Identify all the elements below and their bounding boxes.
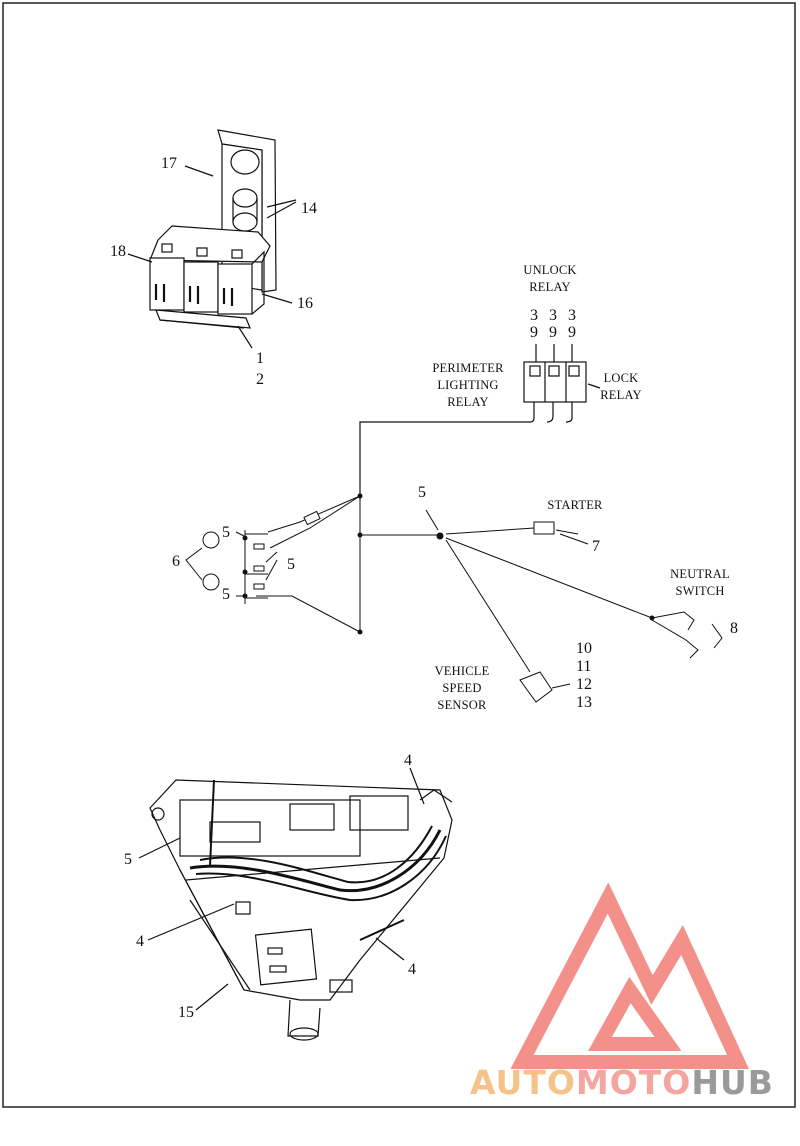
callout-9-unlock-b: 9 <box>549 324 557 341</box>
callout-17: 17 <box>161 155 177 172</box>
callout-10: 10 <box>576 640 592 657</box>
label-starter: STARTER <box>547 498 603 512</box>
callout-3-unlock-c: 3 <box>568 307 576 324</box>
callout-6: 6 <box>172 553 180 570</box>
callout-12: 12 <box>576 676 592 693</box>
callout-4-left: 4 <box>136 933 144 950</box>
watermark-text: AUTOMOTOHUB <box>470 1063 774 1102</box>
fairing-assembly <box>138 767 453 1041</box>
callout-16: 16 <box>297 295 313 312</box>
callout-9-unlock-c: 9 <box>568 324 576 341</box>
label-vehicle-speed-sensor: VEHICLE SPEED SENSOR <box>434 664 490 712</box>
callout-5-fairing: 5 <box>124 851 132 868</box>
watermark-logo-icon <box>510 882 749 1069</box>
callout-15: 15 <box>178 1004 194 1021</box>
callout-5-bottom-left: 5 <box>222 586 230 603</box>
callout-4-top: 4 <box>404 752 412 769</box>
callout-5-mid: 5 <box>287 556 295 573</box>
harness-junction-dots <box>242 493 655 635</box>
harness-schematic <box>185 495 723 703</box>
callout-13: 13 <box>576 694 592 711</box>
label-perimeter-lighting-relay: PERIMETER LIGHTING RELAY <box>432 361 504 409</box>
callout-1: 1 <box>256 350 264 367</box>
callout-2: 2 <box>256 371 264 388</box>
relay-bracket-assembly <box>127 129 297 349</box>
callout-5-top-left: 5 <box>222 524 230 541</box>
callout-11: 11 <box>576 658 592 675</box>
callout-9-unlock-a: 9 <box>530 324 538 341</box>
callout-14: 14 <box>301 200 317 217</box>
page-border <box>2 2 796 1108</box>
callout-8: 8 <box>730 620 738 637</box>
callout-3-unlock-a: 3 <box>530 307 538 324</box>
callout-18: 18 <box>110 243 126 260</box>
callout-4-bottom: 4 <box>408 961 416 978</box>
callout-7: 7 <box>592 538 600 555</box>
callout-5-ground: 5 <box>418 484 426 501</box>
callout-3-unlock-b: 3 <box>549 307 557 324</box>
relay-trio <box>359 344 601 500</box>
